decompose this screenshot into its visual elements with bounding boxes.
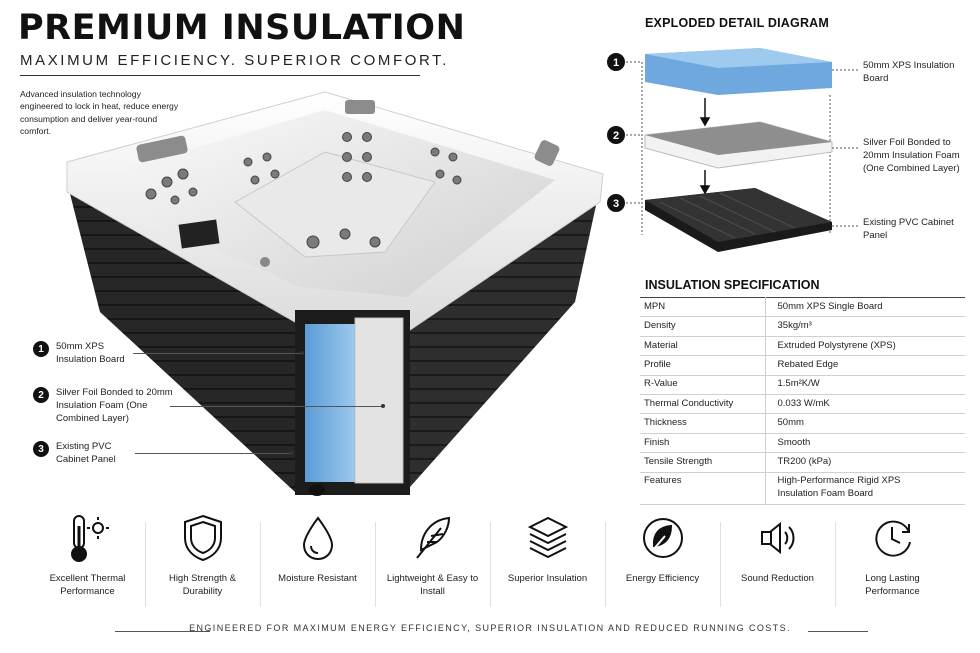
feature-long-lasting: Long Lasting Performance (835, 512, 950, 617)
feature-label: High Strength & Durability (168, 573, 237, 597)
feather-icon (411, 512, 455, 564)
feature-label: Excellent Thermal Performance (49, 573, 126, 597)
page-title: PREMIUM INSULATION (18, 8, 466, 48)
exploded-diagram-title: EXPLODED DETAIL DIAGRAM (645, 16, 830, 30)
callout-number: 1 (33, 341, 49, 357)
spec-key: Profile (640, 355, 766, 376)
callout-number: 2 (33, 387, 49, 403)
spec-key: MPN (640, 296, 766, 318)
callout-leader-dot (381, 404, 385, 408)
feature-label: Sound Reduction (741, 573, 814, 584)
callout-label: Silver Foil Bonded to 20mm Insulation Fo… (56, 387, 173, 424)
spec-key: Thickness (640, 413, 766, 434)
spec-value: 50mm XPS Single Board (765, 296, 965, 318)
feature-energy: Energy Efficiency (605, 512, 720, 617)
exploded-layers-diagram: 1 2 3 (607, 48, 858, 252)
footer-tagline: ENGINEERED FOR MAXIMUM ENERGY EFFICIENCY… (189, 623, 791, 633)
spec-key: Features (640, 472, 766, 505)
spec-value: Rebated Edge (765, 355, 965, 376)
callout-leader-line (135, 453, 290, 454)
feature-label: Energy Efficiency (625, 573, 700, 584)
speaker-sound-icon (756, 512, 800, 564)
spec-value: Extruded Polystyrene (XPS) (765, 336, 965, 357)
layers-icon (526, 512, 570, 564)
spec-key: Density (640, 316, 766, 337)
spec-key: Material (640, 336, 766, 357)
feature-label: Moisture Resistant (278, 573, 357, 584)
spec-value: 50mm (765, 413, 965, 434)
spec-value: High-Performance Rigid XPS Insulation Fo… (765, 472, 965, 505)
spec-value: TR200 (kPa) (765, 452, 965, 473)
water-drop-icon (296, 512, 340, 564)
hot-tub-illustration (66, 91, 604, 496)
features-row: Excellent Thermal Performance High Stren… (30, 512, 950, 617)
shield-icon (181, 512, 225, 564)
callout-leader-line (133, 353, 301, 354)
feature-thermal: Excellent Thermal Performance (30, 512, 145, 617)
spec-value: Smooth (765, 433, 965, 454)
exploded-layer-2-label: Silver Foil Bonded to 20mm Insulation Fo… (863, 137, 960, 174)
exploded-layer-3-label: Existing PVC Cabinet Panel (863, 217, 954, 241)
callout-label: 50mm XPS Insulation Board (56, 341, 125, 365)
feature-label: Superior Insulation (507, 573, 588, 584)
spec-key: Tensile Strength (640, 452, 766, 473)
spec-key: R-Value (640, 375, 766, 396)
feature-sound: Sound Reduction (720, 512, 835, 617)
clock-icon (871, 512, 915, 564)
svg-text:2: 2 (613, 130, 619, 142)
svg-text:3: 3 (613, 198, 619, 210)
callout-pvc-panel: 3 Existing PVC Cabinet Panel (33, 441, 136, 467)
callout-label: Existing PVC Cabinet Panel (56, 441, 116, 465)
spec-value: 1.5m²K/W (765, 375, 965, 396)
feature-strength: High Strength & Durability (145, 512, 260, 617)
callout-leader-line (170, 406, 382, 407)
callout-leader-dot (300, 351, 304, 355)
callout-xps-board: 1 50mm XPS Insulation Board (33, 341, 134, 367)
footer-rule-left (115, 631, 210, 632)
subtitle-divider (20, 75, 420, 76)
callout-number: 3 (33, 441, 49, 457)
feature-lightweight: Lightweight & Easy to Install (375, 512, 490, 617)
feature-insulation: Superior Insulation (490, 512, 605, 617)
spec-key: Finish (640, 433, 766, 454)
feature-label: Long Lasting Performance (865, 573, 920, 597)
page-subtitle: MAXIMUM EFFICIENCY. SUPERIOR COMFORT. (20, 52, 450, 69)
feature-label: Lightweight & Easy to Install (386, 573, 479, 597)
callout-leader-dot (289, 451, 293, 455)
svg-text:1: 1 (613, 57, 619, 69)
callout-foil-foam: 2 Silver Foil Bonded to 20mm Insulation … (33, 387, 181, 425)
spec-key: Thermal Conductivity (640, 394, 766, 415)
layer-number-badges (607, 53, 625, 212)
spec-value: 0.033 W/mK (765, 394, 965, 415)
spec-value: 35kg/m³ (765, 316, 965, 337)
exploded-layer-1-label: 50mm XPS Insulation Board (863, 60, 955, 84)
thermometer-sun-icon (66, 512, 110, 564)
footer-rule-right (808, 631, 868, 632)
spec-title: INSULATION SPECIFICATION (645, 278, 820, 292)
feature-moisture: Moisture Resistant (260, 512, 375, 617)
intro-text: Advanced insulation technology engineere… (20, 89, 179, 137)
leaf-circle-icon (641, 512, 685, 564)
